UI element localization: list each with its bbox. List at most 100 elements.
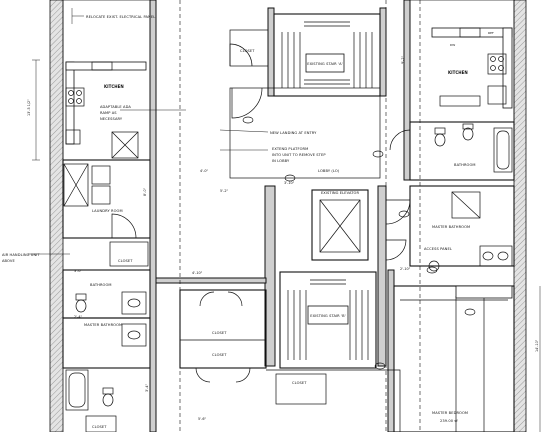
master-bedroom-label: MASTER BEDROOM <box>432 411 468 415</box>
entry-door-swing <box>231 87 263 119</box>
dim-d3: 3'-0" <box>74 269 82 273</box>
range-left <box>65 87 85 107</box>
mbath-right-shower <box>451 191 481 219</box>
door-tags <box>242 116 476 370</box>
master-bedroom <box>393 285 515 432</box>
dim-d1: 13'-5 1/2" <box>27 99 31 116</box>
right-unit-door <box>389 129 411 151</box>
elevator-label: EXISTING ELEVATOR <box>321 191 360 195</box>
lobby-landing <box>229 87 381 179</box>
stair-b-enclosure <box>279 271 377 369</box>
mbath-vanity <box>121 323 147 347</box>
refrigerator-right <box>487 85 507 105</box>
handling-unit-label: AIR HANDLING UNIT <box>2 253 40 257</box>
leader-line-1 <box>219 129 269 133</box>
party-wall-right-b <box>387 269 395 432</box>
stair-a-wall-right <box>379 7 387 97</box>
stair-a-label-box <box>305 53 345 73</box>
in-lobby-label: IN LOBBY <box>272 159 290 163</box>
left-unit: RELOCATE EXIST. ELECTRICAL PANEL KITCHEN… <box>62 0 186 161</box>
closet-bottom-label: CLOSET <box>292 381 307 385</box>
stair-b-label-box <box>307 305 349 325</box>
pantry-left <box>111 131 139 159</box>
elevator-lobby-door <box>385 199 411 225</box>
dim-d4: 4'-10" <box>192 271 203 275</box>
shaft-left <box>63 163 89 207</box>
sink-right <box>459 27 481 38</box>
into-unit-label: INTO UNIT TO REMOVE STEP <box>272 153 326 157</box>
bathroom-right-label: BATHROOM <box>454 163 476 167</box>
closet-door-1 <box>199 291 215 307</box>
counter-island <box>439 95 481 107</box>
washer <box>91 165 111 185</box>
stair-a-treads <box>281 21 373 88</box>
mbath-right-vanity <box>479 245 513 267</box>
master-bathroom-left <box>62 317 151 369</box>
bath-left-toilet <box>75 293 87 301</box>
kitchen-counter-top <box>65 61 147 71</box>
dryer <box>91 185 111 205</box>
bathroom-right <box>409 121 515 181</box>
closet-mid2-label: CLOSET <box>212 353 227 357</box>
relocate-panel-label: RELOCATE EXIST. ELECTRICAL PANEL <box>86 15 155 19</box>
elevator-x-2 <box>319 199 361 253</box>
corridor-bottom <box>266 369 401 432</box>
laundry-room <box>62 159 151 239</box>
dim-d2: 4'-0" <box>200 169 208 173</box>
master-bathroom-right-label: MASTER BATHROOM <box>432 225 470 229</box>
access-panel-label: ACCESS PANEL <box>424 247 452 251</box>
closet-bottom2-label: CLOSET <box>92 425 107 429</box>
new-landing-label: NEW LANDING AT ENTRY <box>270 131 317 135</box>
master-bathroom-left-label: MASTER BATHROOM <box>84 323 122 327</box>
elevator-shaft <box>311 189 369 261</box>
closet-door-2 <box>227 291 243 307</box>
dim-d11: 14'-10" <box>535 339 539 352</box>
elevator-car <box>319 199 361 253</box>
party-wall-right-a <box>403 0 411 181</box>
corridor-wall <box>155 277 267 284</box>
dim-d13: 3'-4" <box>145 384 149 392</box>
closet-small <box>109 241 149 267</box>
master-bathroom-right <box>409 185 515 267</box>
exterior-wall-right <box>513 0 527 432</box>
dim-d9: 9'-2" <box>401 56 405 64</box>
kitchen-counter-right-side <box>502 27 513 109</box>
stair-b-label: EXISTING STAIR 'B' <box>310 314 346 318</box>
dim-d10: 2'-10" <box>400 267 411 271</box>
stair-a-enclosure <box>273 13 381 97</box>
right-unit: DW REF KITCHEN <box>409 0 515 123</box>
dim-d6: 2'-4" <box>74 315 82 319</box>
ramp-as-label: RAMP AS <box>100 111 117 115</box>
closet-mid-label: CLOSET <box>212 331 227 335</box>
refrigerator-left <box>65 129 81 145</box>
stair-b-treads <box>287 279 369 360</box>
necessary-label: NECESSARY <box>100 117 123 121</box>
bath-left-vanity <box>121 291 147 315</box>
master-area-label: 239.00 sf <box>440 419 458 423</box>
closet-bottom-core <box>275 373 327 405</box>
closet-bottom-left <box>85 415 117 432</box>
dim-d12: 5'-6" <box>198 417 206 421</box>
bathroom-left-label: BATHROOM <box>90 283 112 287</box>
laundry-room-label: LAUNDRY ROOM <box>92 209 123 213</box>
extend-platform-label: EXTEND PLATFORM <box>272 147 308 151</box>
closet-small-label: CLOSET <box>118 259 133 263</box>
closet-door-3 <box>195 367 211 383</box>
exterior-wall-left <box>49 0 64 432</box>
dim-d5: 5'-2" <box>220 189 228 193</box>
kitchen-left-label: KITCHEN <box>104 84 124 89</box>
dw-tag: DW <box>450 43 455 47</box>
kitchen-counter-right-top <box>431 27 513 38</box>
range-right <box>487 53 507 75</box>
dim-d8: 8'-0" <box>143 188 147 196</box>
closet-door-4 <box>235 367 251 383</box>
kitchen-right-label: KITCHEN <box>448 70 468 75</box>
party-wall-left <box>149 0 157 432</box>
laundry-door-swing <box>111 213 137 239</box>
dim-d7: 3'-10" <box>284 181 295 185</box>
closet-top <box>229 29 269 67</box>
core-wall-left <box>264 185 276 367</box>
ref-tag: REF <box>488 31 494 35</box>
bath-right-tub <box>493 127 513 173</box>
